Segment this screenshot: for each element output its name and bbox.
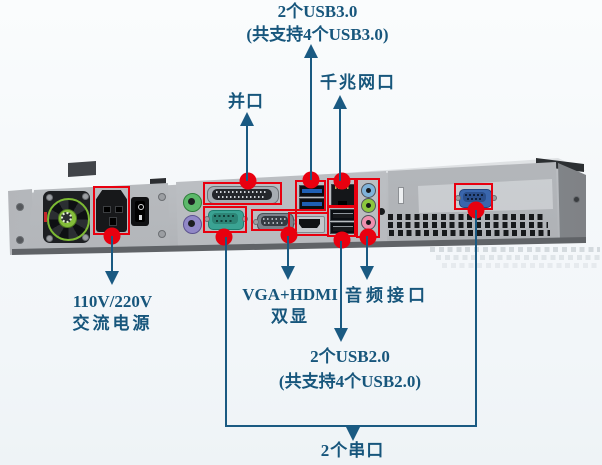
- slot-cutout: [398, 187, 404, 204]
- leader-serial-left: [225, 237, 227, 427]
- clr-cmos-button[interactable]: [378, 208, 385, 215]
- dot-lan: [333, 172, 351, 190]
- arrowhead-power: [105, 271, 119, 285]
- dot-serial-left: [215, 228, 233, 246]
- label-usb3-title: 2个USB3.0: [277, 2, 358, 21]
- leader-usb2: [340, 241, 342, 329]
- leader-parallel: [246, 124, 248, 181]
- arrowhead-usb3: [304, 44, 318, 58]
- dot-parallel: [239, 172, 257, 190]
- label-display-line2: 双显: [271, 307, 309, 326]
- leader-serial-right: [475, 210, 477, 427]
- label-power: 110V/220V 交流电源: [40, 291, 185, 334]
- leader-vga-hdmi: [287, 236, 289, 267]
- label-usb3-sub: (共支持4个USB3.0): [246, 25, 389, 44]
- leader-serial-bottom: [225, 425, 477, 427]
- arrowhead-audio: [360, 266, 374, 280]
- arrowhead-vga-hdmi: [281, 266, 295, 280]
- label-usb3: 2个USB3.0 (共支持4个USB3.0): [205, 1, 430, 45]
- leader-usb3: [310, 56, 312, 180]
- label-usb2-title: 2个USB2.0: [310, 347, 390, 366]
- audio-jack-line-out: [361, 198, 376, 213]
- label-usb2: 2个USB2.0 (共支持4个USB2.0): [240, 346, 460, 392]
- arrowhead-lan: [333, 95, 347, 109]
- fan-label-mark: [44, 212, 47, 222]
- leader-lan: [339, 107, 341, 181]
- label-serial: 2个串口: [320, 441, 385, 460]
- dot-usb2: [333, 231, 351, 249]
- arrowhead-serial: [346, 427, 360, 441]
- leader-audio: [366, 236, 368, 267]
- dot-vga-hdmi: [280, 226, 298, 244]
- label-power-line1: 110V/220V: [72, 292, 153, 311]
- label-power-line2: 交流电源: [72, 314, 153, 333]
- label-parallel: 并口: [228, 92, 264, 111]
- arrowhead-parallel: [240, 112, 254, 126]
- label-display: VGA+HDMI 双显: [225, 284, 355, 327]
- label-usb2-sub: (共支持4个USB2.0): [278, 372, 422, 391]
- arrowhead-usb2: [334, 328, 348, 342]
- label-lan: 千兆网口: [320, 73, 396, 92]
- audio-jack-line-in: [361, 183, 376, 198]
- highlight-vga: [251, 209, 297, 231]
- label-display-line1: VGA+HDMI: [242, 285, 338, 304]
- dot-usb3: [302, 171, 320, 189]
- label-audio: 音频接口: [345, 286, 429, 305]
- dot-audio: [359, 228, 377, 246]
- leader-power: [111, 236, 113, 272]
